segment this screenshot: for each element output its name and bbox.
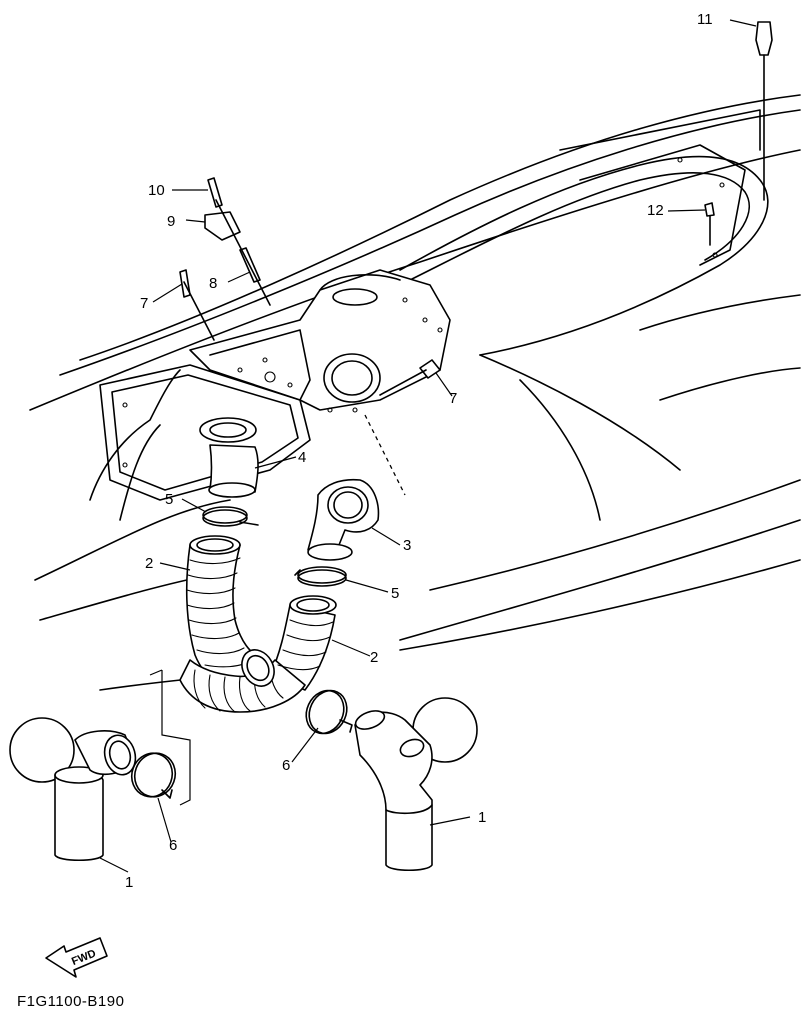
- callout-1-right: 1: [478, 809, 486, 826]
- callout-2-left: 2: [145, 555, 153, 572]
- part-3-elbow: [307, 478, 380, 561]
- callout-7-left: 7: [140, 295, 148, 312]
- callout-6-left: 6: [169, 837, 177, 854]
- callout-9: 9: [167, 213, 175, 230]
- part-2-hoses: [179, 535, 337, 713]
- part-1-left-pipe: [9, 669, 191, 862]
- fwd-arrow-icon: FWD: [45, 937, 108, 978]
- callout-8: 8: [209, 275, 217, 292]
- callout-11: 11: [697, 11, 713, 28]
- small-hardware: [179, 21, 773, 396]
- part-4-intake-duct: [199, 417, 259, 498]
- part-code: F1G1100-B190: [17, 993, 124, 1010]
- callout-7-right: 7: [449, 390, 457, 407]
- callout-1-left: 1: [125, 874, 133, 891]
- part-5-clamps: [202, 506, 347, 587]
- callout-3: 3: [403, 537, 411, 554]
- callout-12: 12: [647, 202, 664, 219]
- part-1-right-pipe: [354, 697, 478, 872]
- callout-5-top: 5: [165, 491, 173, 508]
- leader-lines: [99, 19, 757, 873]
- callout-4: 4: [298, 449, 306, 466]
- hose-ribs: [186, 557, 334, 713]
- mount-holes: [122, 157, 725, 468]
- callout-5-bottom: 5: [391, 585, 399, 602]
- callout-2-right: 2: [370, 649, 378, 666]
- hull-outline: [29, 94, 801, 691]
- callout-6-right: 6: [282, 757, 290, 774]
- callout-labels: 1 1 2 2 3 4 5 5 6 6 7 7 8 9 10 11 12: [125, 11, 713, 891]
- callout-10: 10: [148, 182, 165, 199]
